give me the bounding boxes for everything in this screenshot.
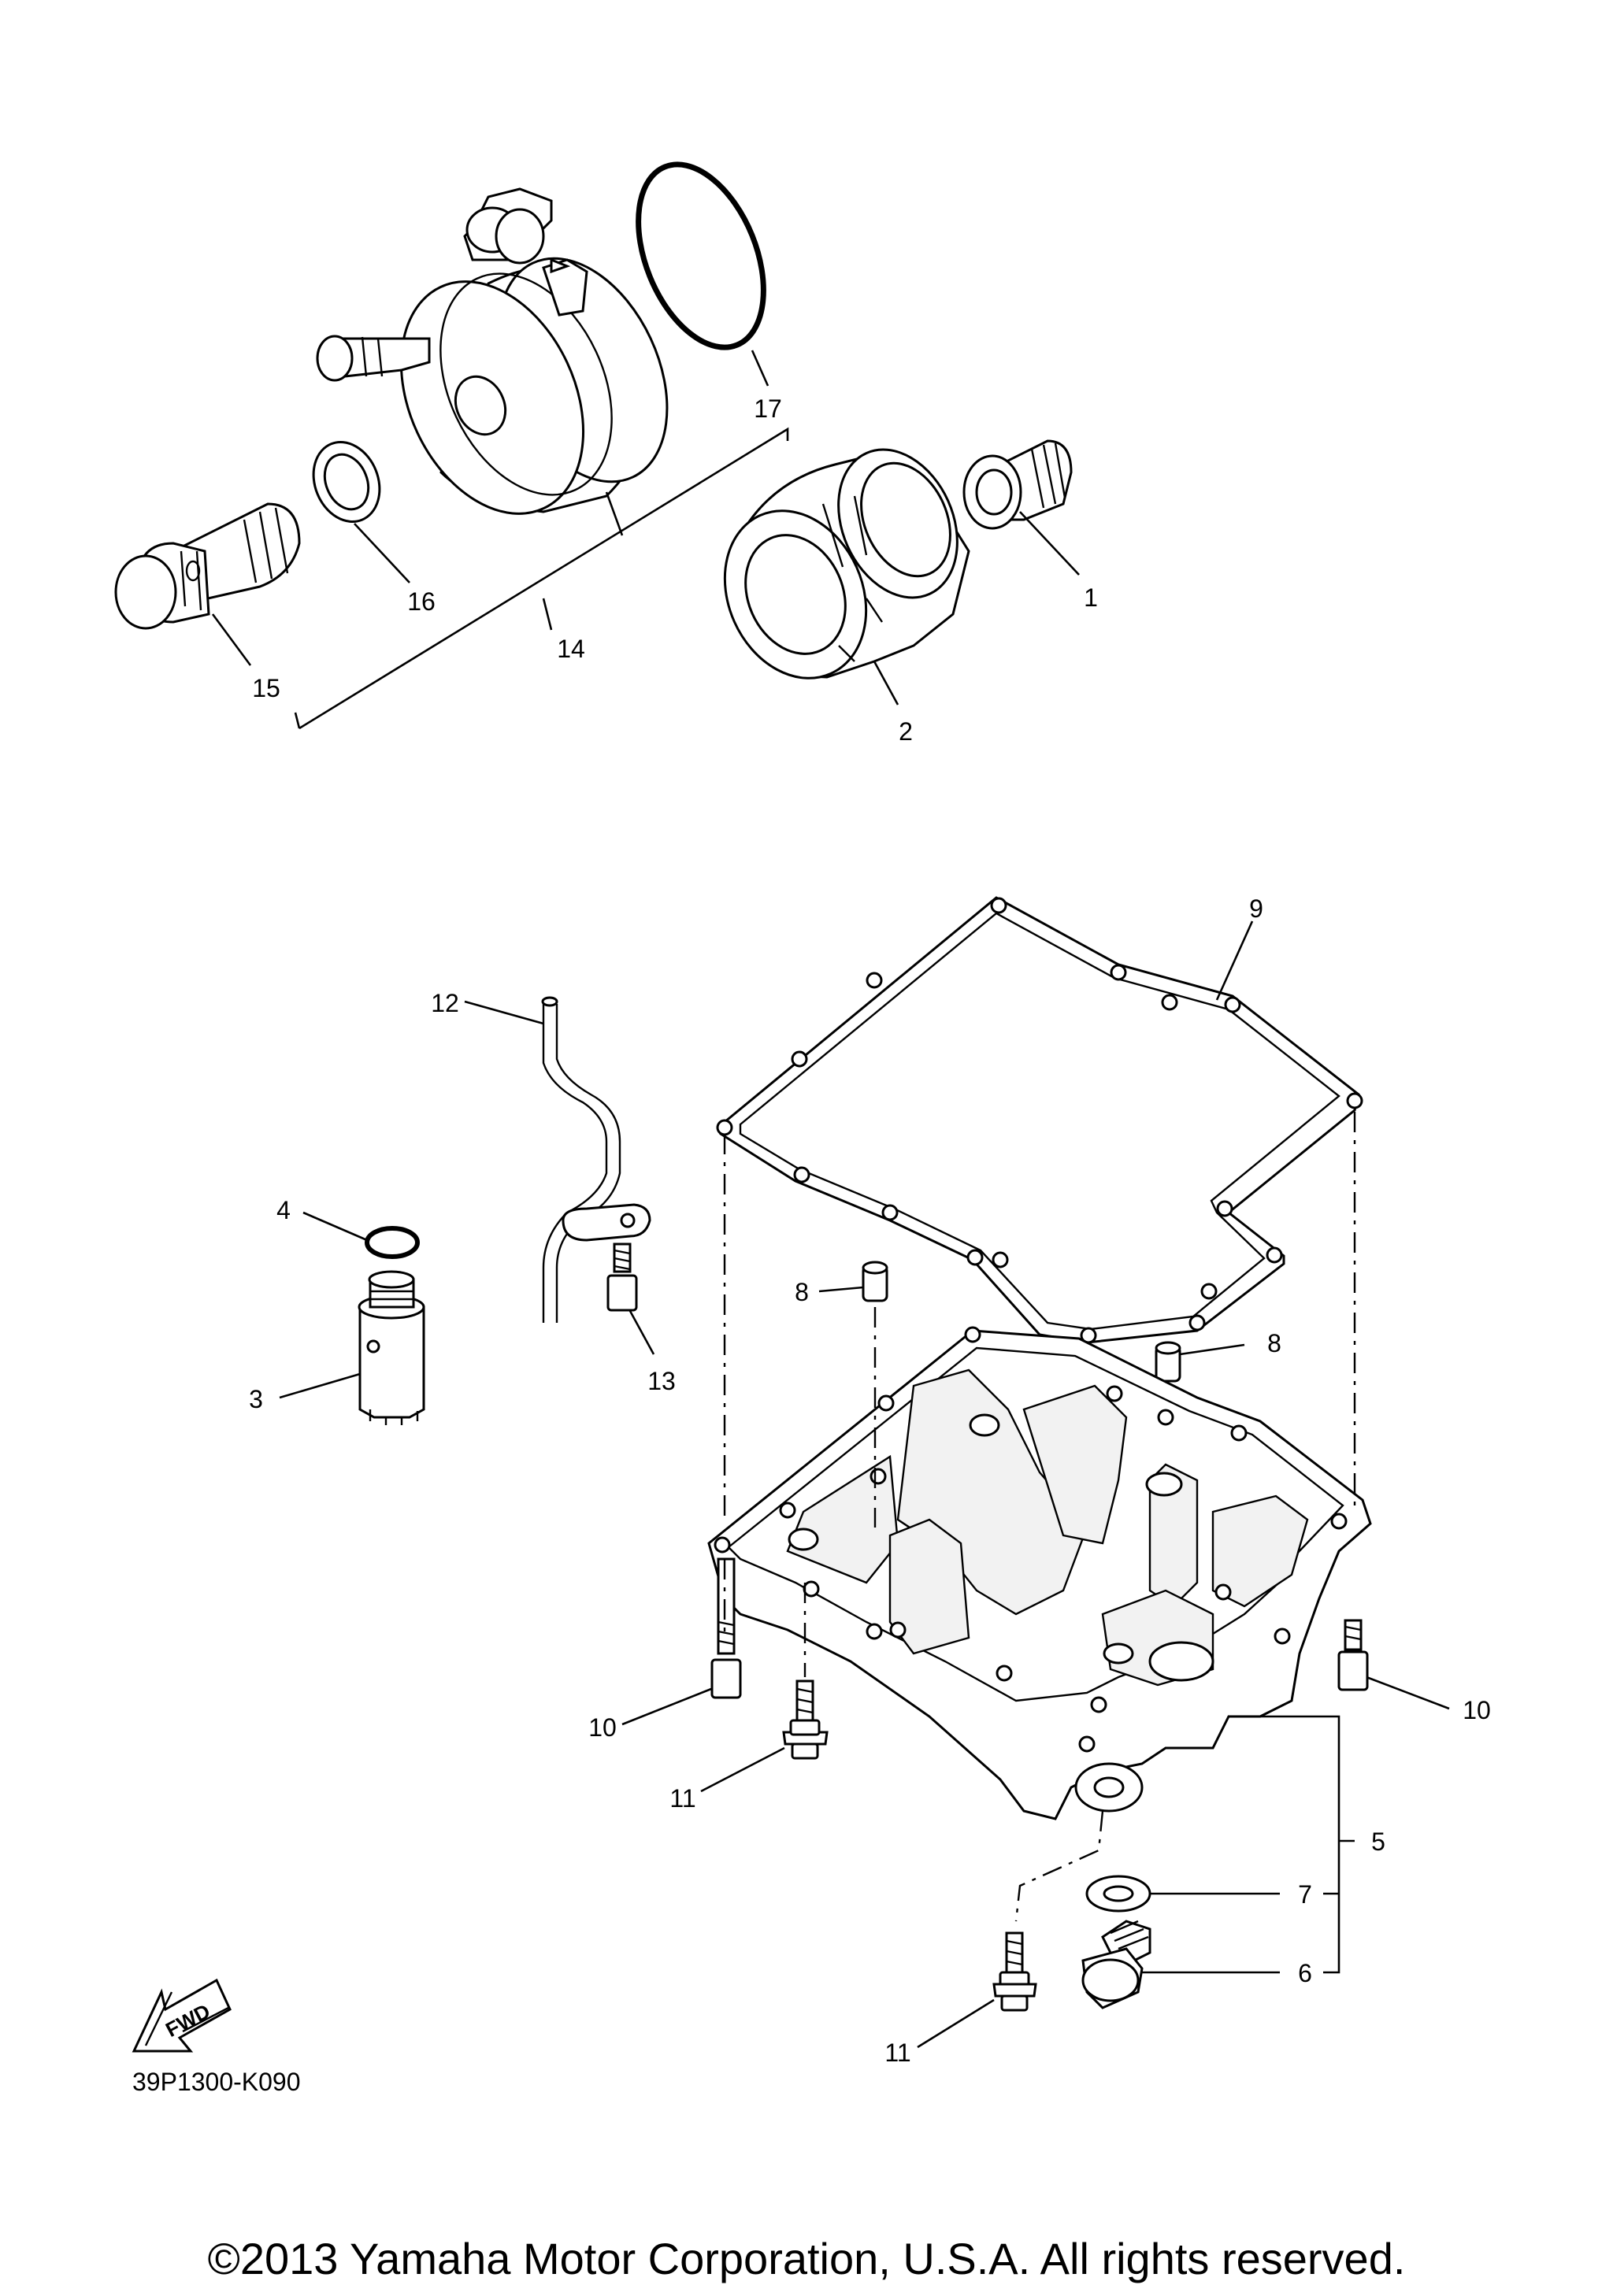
callout-2: 2 bbox=[899, 717, 913, 746]
fwd-arrow-icon: FWD bbox=[132, 1978, 232, 2053]
leader-10b bbox=[1366, 1676, 1450, 1710]
bolt-part-11-lower bbox=[992, 1931, 1037, 2012]
callout-1: 1 bbox=[1084, 583, 1098, 612]
o-ring-part-17 bbox=[636, 161, 766, 350]
leader-11a bbox=[700, 1746, 785, 1793]
leader-8a bbox=[818, 1286, 864, 1293]
callout-12: 12 bbox=[431, 989, 459, 1017]
leader-2 bbox=[873, 661, 899, 705]
copyright-notice: ©2013 Yamaha Motor Corporation, U.S.A. A… bbox=[208, 2234, 1406, 2283]
callout-5: 5 bbox=[1371, 1828, 1385, 1856]
relief-valve-part-3 bbox=[358, 1270, 425, 1425]
alignment-line-drain bbox=[1014, 1810, 1104, 1922]
bolt-part-13 bbox=[606, 1242, 638, 1312]
callout-8-right: 8 bbox=[1267, 1329, 1281, 1357]
bolt-part-10-left bbox=[710, 1557, 742, 1699]
leader-10a bbox=[621, 1687, 712, 1726]
leader-1 bbox=[1019, 511, 1080, 576]
leader-9 bbox=[1215, 920, 1254, 1001]
callout-11-upper: 11 bbox=[669, 1784, 695, 1813]
assembly-bracket-14 bbox=[294, 427, 789, 730]
leader-12 bbox=[464, 1000, 544, 1025]
leader-16 bbox=[354, 523, 410, 583]
leader-13 bbox=[629, 1310, 655, 1355]
callout-10-left: 10 bbox=[588, 1713, 617, 1742]
drain-washer-part-7 bbox=[1085, 1875, 1151, 1913]
callout-6: 6 bbox=[1298, 1959, 1312, 1987]
union-bolt-part-1 bbox=[962, 439, 1073, 530]
dowel-pin-part-8-left bbox=[862, 1261, 888, 1302]
leader-14 bbox=[542, 598, 553, 631]
leader-11b bbox=[917, 1998, 995, 2049]
callout-14: 14 bbox=[557, 635, 585, 663]
callout-10-right: 10 bbox=[1463, 1696, 1491, 1724]
drawing-code: 39P1300-K090 bbox=[132, 2068, 301, 2096]
washer-part-16 bbox=[312, 441, 381, 523]
oil-pan-part-5 bbox=[707, 1326, 1372, 1820]
bolt-part-11-upper bbox=[782, 1679, 829, 1760]
leader-8b bbox=[1179, 1343, 1245, 1356]
callout-11-lower: 11 bbox=[884, 2039, 910, 2067]
leader-3 bbox=[279, 1372, 361, 1399]
assembly-bracket-5 bbox=[1260, 1715, 1355, 1974]
callout-17: 17 bbox=[754, 394, 782, 423]
o-ring-part-4 bbox=[365, 1226, 420, 1259]
callout-9: 9 bbox=[1249, 894, 1263, 923]
callout-15: 15 bbox=[252, 674, 280, 702]
oil-cooler-part-14 bbox=[316, 187, 669, 515]
callout-16: 16 bbox=[407, 587, 436, 616]
callout-7: 7 bbox=[1298, 1880, 1312, 1909]
callout-13: 13 bbox=[647, 1367, 676, 1395]
oil-filter-part-2 bbox=[723, 448, 970, 680]
callout-8-left: 8 bbox=[795, 1278, 809, 1306]
dowel-pin-part-8-right bbox=[1155, 1341, 1181, 1383]
union-bolt-part-15 bbox=[114, 502, 301, 630]
callout-4: 4 bbox=[276, 1196, 291, 1224]
drain-bolt-part-6 bbox=[1081, 1920, 1151, 2009]
bolt-part-10-right bbox=[1337, 1619, 1369, 1691]
gasket-part-9 bbox=[716, 896, 1363, 1344]
callout-3: 3 bbox=[249, 1385, 263, 1413]
leader-4 bbox=[302, 1211, 368, 1242]
leader-17 bbox=[751, 350, 769, 387]
oil-pipe-part-12 bbox=[541, 996, 651, 1323]
leader-15 bbox=[211, 613, 252, 666]
